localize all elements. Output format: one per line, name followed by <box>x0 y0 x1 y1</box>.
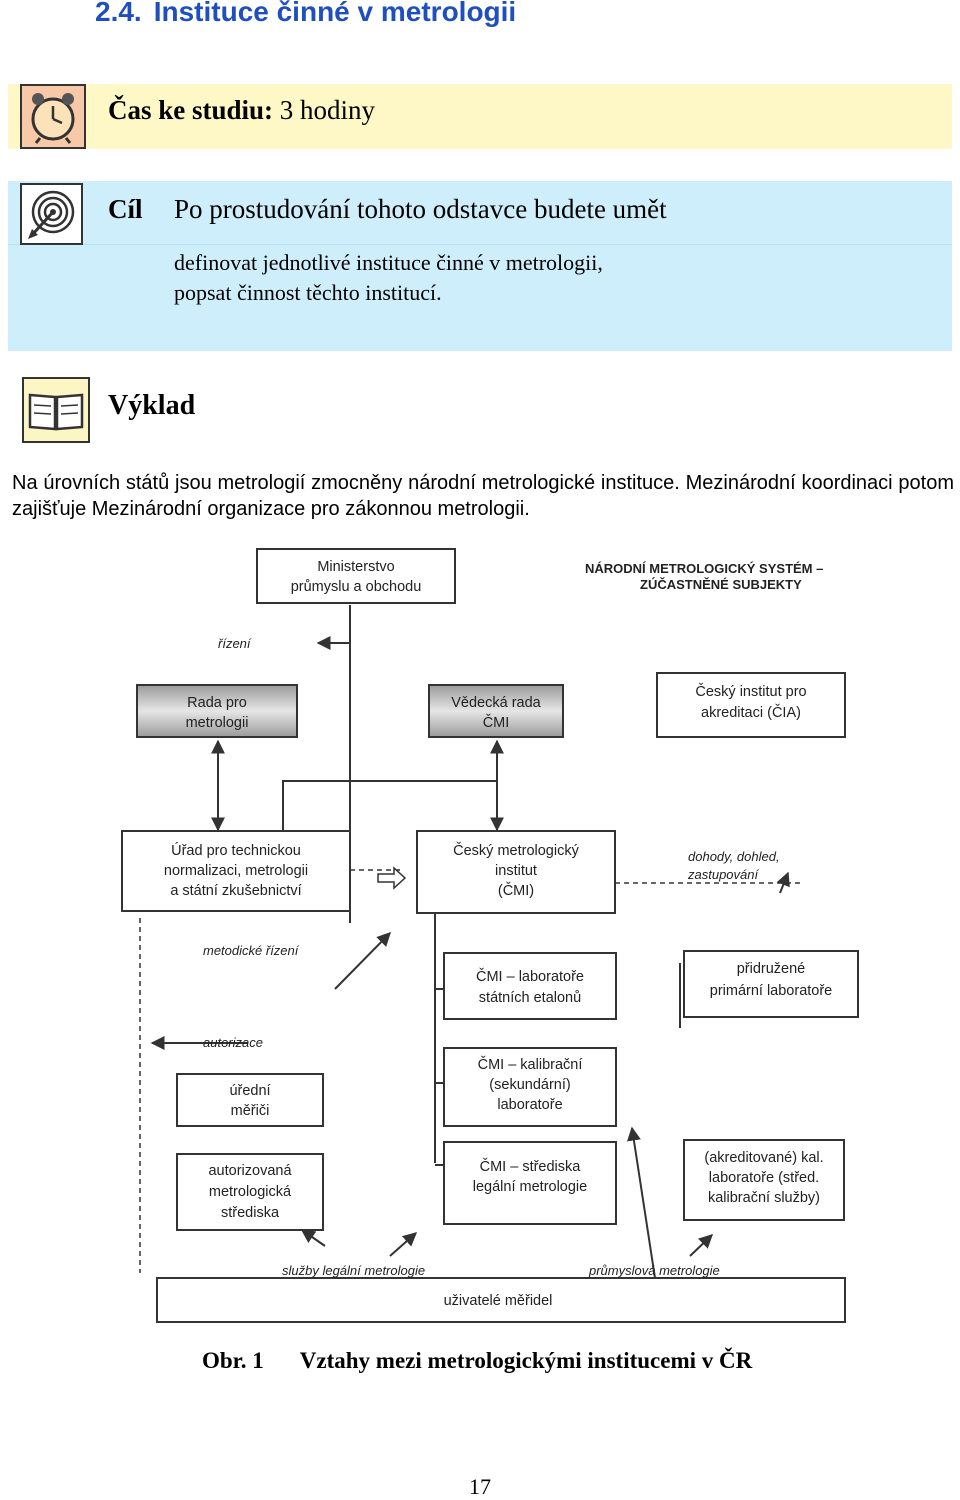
label-agreements: zastupování <box>687 867 759 882</box>
svg-text:průmyslu a obchodu: průmyslu a obchodu <box>291 579 422 595</box>
label-authorization: autorizace <box>203 1035 263 1050</box>
label-methodical-control: metodické řízení <box>203 943 300 958</box>
svg-text:a státní zkušebnictví: a státní zkušebnictví <box>170 883 301 899</box>
node-ministry: Ministerstvo průmyslu a obchodu <box>256 548 456 604</box>
body-paragraph: Na úrovních států jsou metrologií zmocně… <box>12 472 954 520</box>
node-unmz: Úřad pro technickou normalizaci, metrolo… <box>121 830 351 912</box>
section-subtitle: Výklad <box>108 390 196 421</box>
node-primary-labs: přidružené primární laboratoře <box>683 950 859 1018</box>
goal-item: popsat činnost těchto institucí. <box>174 280 442 305</box>
svg-text:přidružené: přidružené <box>737 961 806 977</box>
svg-text:metrologii: metrologii <box>186 715 249 731</box>
svg-text:kalibrační služby): kalibrační služby) <box>708 1190 820 1206</box>
node-official-meters: úřední měřiči <box>176 1073 324 1127</box>
diagram-connectors <box>150 605 790 1279</box>
svg-text:institut: institut <box>495 863 537 879</box>
study-time-value: 3 hodiny <box>279 95 376 125</box>
goal-box <box>8 181 952 351</box>
node-lab-etalons: ČMI – laboratoře státních etalonů <box>443 952 617 1020</box>
node-metrology-council: Rada pro metrologii <box>136 684 298 738</box>
node-legal-centres: ČMI – střediska legální metrologie <box>443 1141 617 1225</box>
diagram-title-line: NÁRODNÍ METROLOGICKÝ SYSTÉM – <box>585 561 823 576</box>
svg-text:(ČMI): (ČMI) <box>498 882 534 899</box>
diagram-dashed-connectors <box>139 869 800 1273</box>
section-title: Instituce činné v metrologii <box>153 0 517 27</box>
node-cmi: Český metrologický institut (ČMI) <box>416 830 616 914</box>
figure-caption-text: Vztahy mezi metrologickými institucemi v… <box>299 1348 753 1373</box>
svg-text:primární laboratoře: primární laboratoře <box>710 983 833 999</box>
page-number: 17 <box>469 1474 491 1499</box>
figure-label: Obr. 1 <box>202 1348 264 1373</box>
goal-divider <box>8 244 952 245</box>
node-authorized-centres: autorizovaná metrologická střediska <box>176 1153 324 1231</box>
svg-text:legální metrologie: legální metrologie <box>473 1179 587 1195</box>
node-cia: Český institut pro akreditaci (ČIA) <box>656 672 846 738</box>
svg-text:Vědecká rada: Vědecká rada <box>451 695 541 711</box>
label-industrial-metrology: průmyslová metrologie <box>588 1263 720 1278</box>
goal-item: definovat jednotlivé instituce činné v m… <box>174 250 603 275</box>
svg-text:ČMI: ČMI <box>483 714 510 731</box>
label-control: řízení <box>218 636 252 651</box>
svg-text:státních etalonů: státních etalonů <box>479 990 581 1006</box>
goal-label: Cíl <box>108 194 143 224</box>
metrology-system-diagram: NÁRODNÍ METROLOGICKÝ SYSTÉM – ZÚČASTNĚNÉ… <box>100 543 860 1333</box>
svg-text:ČMI – kalibrační: ČMI – kalibrační <box>478 1056 583 1073</box>
svg-text:autorizovaná: autorizovaná <box>208 1163 292 1179</box>
svg-text:akreditaci (ČIA): akreditaci (ČIA) <box>701 704 801 721</box>
svg-text:Český metrologický: Český metrologický <box>453 842 579 859</box>
svg-text:uživatelé měřidel: uživatelé měřidel <box>444 1293 553 1309</box>
svg-text:ČMI – střediska: ČMI – střediska <box>480 1158 582 1175</box>
svg-text:Ministerstvo: Ministerstvo <box>317 559 394 575</box>
study-time-box <box>8 84 952 149</box>
figure-caption: Obr. 1 Vztahy mezi metrologickými institu… <box>202 1348 752 1374</box>
svg-text:laboratoře (střed.: laboratoře (střed. <box>709 1170 819 1186</box>
clock-icon <box>20 84 86 149</box>
node-accredited-labs: (akreditované) kal. laboratoře (střed. k… <box>683 1139 845 1221</box>
svg-text:Rada pro: Rada pro <box>187 695 247 711</box>
section-number: 2.4. <box>95 0 142 27</box>
study-time-text: Čas ke studiu: 3 hodiny <box>108 95 375 126</box>
svg-text:Český institut pro: Český institut pro <box>695 683 806 700</box>
label-legal-services: služby legální metrologie <box>282 1263 425 1278</box>
book-icon <box>22 377 90 443</box>
svg-text:ČMI – laboratoře: ČMI – laboratoře <box>476 968 584 985</box>
svg-text:laboratoře: laboratoře <box>497 1097 562 1113</box>
section-heading: 2.4. Instituce činné v metrologii <box>95 0 516 28</box>
svg-text:střediska: střediska <box>221 1205 280 1221</box>
svg-text:(akreditované) kal.: (akreditované) kal. <box>704 1150 823 1166</box>
svg-text:měřiči: měřiči <box>231 1103 270 1119</box>
target-icon <box>20 183 83 245</box>
label-agreements: dohody, dohled, <box>688 849 780 864</box>
node-calibration-labs: ČMI – kalibrační (sekundární) laboratoře <box>443 1047 617 1127</box>
svg-text:Úřad pro technickou: Úřad pro technickou <box>171 842 301 859</box>
hollow-arrow-icon <box>377 866 407 890</box>
node-users: uživatelé měřidel <box>156 1277 846 1323</box>
svg-text:(sekundární): (sekundární) <box>489 1077 570 1093</box>
svg-text:úřední: úřední <box>229 1083 270 1099</box>
svg-text:metrologická: metrologická <box>209 1184 292 1200</box>
diagram-title-line: ZÚČASTNĚNÉ SUBJEKTY <box>640 577 802 592</box>
node-scientific-council: Vědecká rada ČMI <box>428 684 564 738</box>
study-time-label: Čas ke studiu: <box>108 95 274 125</box>
goal-title: Po prostudování tohoto odstavce budete u… <box>174 194 667 224</box>
svg-text:normalizaci, metrologii: normalizaci, metrologii <box>164 863 308 879</box>
